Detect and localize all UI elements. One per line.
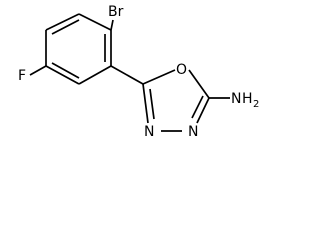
fluoro-label: F bbox=[18, 68, 26, 84]
structure-diagram: Br F O N N N H 2 bbox=[18, 4, 259, 140]
bond-c6-oxadiazole bbox=[110, 65, 144, 85]
amine-hydrogen-count: 2 bbox=[253, 99, 259, 110]
ring-nitrogen-right-label: N bbox=[188, 124, 198, 140]
bond-c5ox-n4 bbox=[196, 97, 210, 124]
bond-c5-c6 bbox=[78, 65, 112, 85]
bond-c4-f bbox=[29, 65, 47, 76]
bond-c5ox-n4-double bbox=[191, 95, 204, 119]
bond-c2ox-o bbox=[142, 69, 176, 85]
bond-n3-c2ox-double bbox=[149, 88, 155, 120]
bond-n3-c2ox bbox=[142, 83, 149, 124]
bond-c1-br bbox=[110, 19, 114, 31]
bond-c2-c3 bbox=[45, 13, 80, 31]
bond-c1-c2 bbox=[78, 13, 112, 31]
bond-o-c5ox bbox=[188, 69, 210, 99]
bromo-label: Br bbox=[108, 4, 124, 20]
amine-nitrogen-label: N bbox=[231, 91, 241, 107]
bond-c4-c5-inner bbox=[51, 62, 80, 79]
bonds bbox=[29, 13, 230, 132]
ring-nitrogen-left-label: N bbox=[144, 124, 154, 140]
bond-c4-c5 bbox=[45, 65, 80, 85]
amine-hydrogen-label: H bbox=[242, 91, 253, 107]
molecule-structure: Br F O N N N H 2 bbox=[18, 4, 259, 140]
oxygen-label: O bbox=[176, 62, 187, 78]
bond-c2-c3-inner bbox=[51, 19, 80, 35]
